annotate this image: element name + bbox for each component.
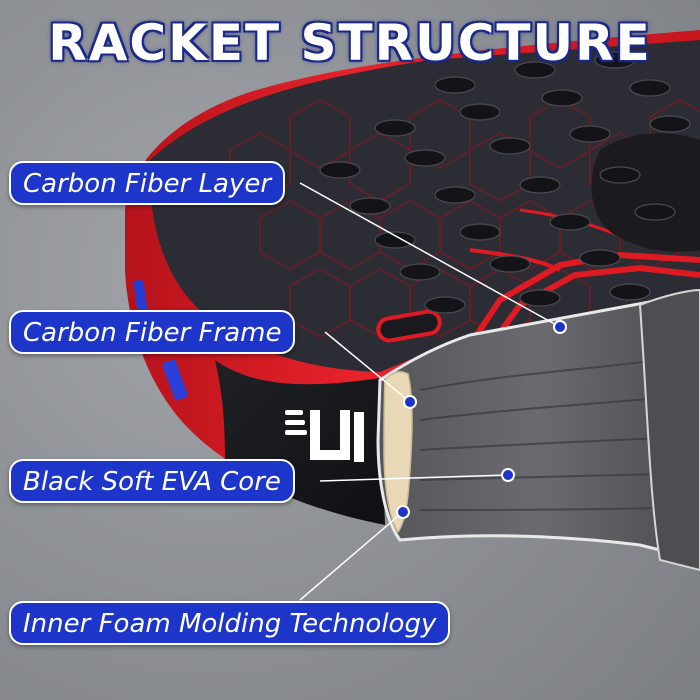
silhouette-logo xyxy=(591,133,700,252)
label-black-soft-eva-core: Black Soft EVA Core xyxy=(9,459,295,503)
eva-core-layers xyxy=(419,359,661,511)
brand-mark xyxy=(285,410,364,462)
red-slot-hole xyxy=(376,309,442,343)
red-stripe-design xyxy=(457,251,700,362)
label-carbon-fiber-layer: Carbon Fiber Layer xyxy=(9,161,286,205)
racket-black-side xyxy=(215,360,385,525)
racket-holes xyxy=(319,51,691,314)
label-carbon-fiber-frame: Carbon Fiber Frame xyxy=(9,310,296,354)
pointer-dots xyxy=(396,320,567,519)
pointer-lines xyxy=(299,182,561,601)
pointer-dot-layer xyxy=(553,320,567,334)
racket-face xyxy=(149,40,700,372)
page-title: RACKET STRUCTURE xyxy=(48,14,652,72)
pointer-dot-foam xyxy=(396,505,410,519)
pointer-dot-core xyxy=(501,468,515,482)
label-inner-foam-molding: Inner Foam Molding Technology xyxy=(9,601,451,645)
peeled-layer xyxy=(638,288,700,572)
pointer-dot-frame xyxy=(403,395,417,409)
blue-edge-accent-2 xyxy=(162,359,188,401)
